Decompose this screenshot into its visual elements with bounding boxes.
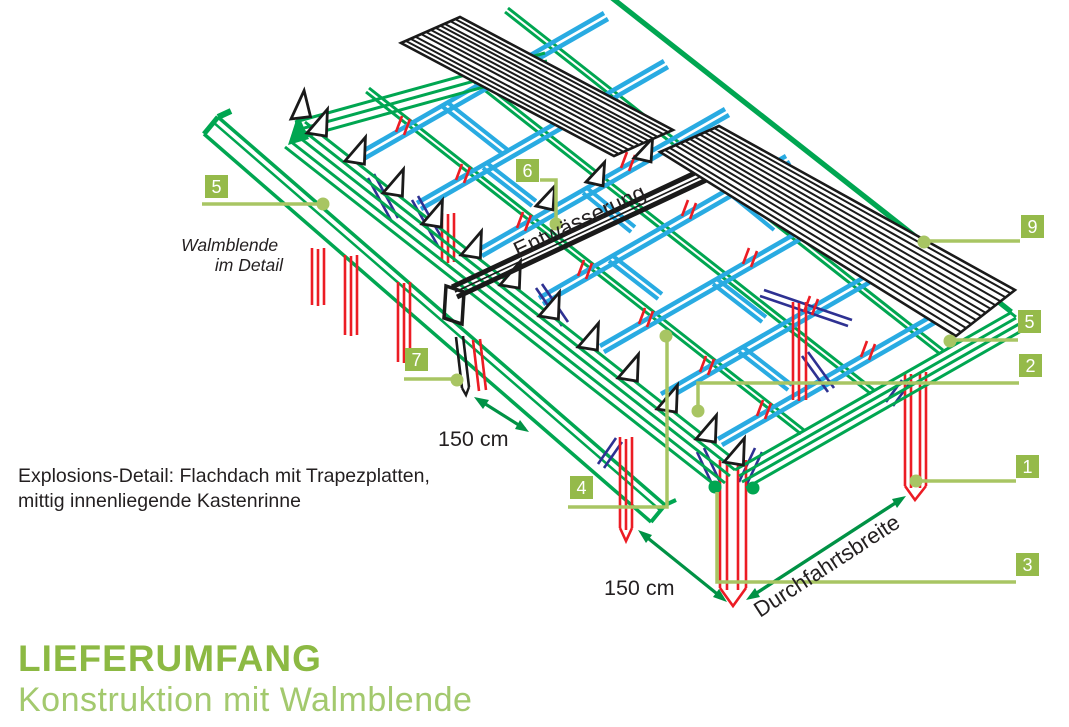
leader-6: [540, 178, 563, 231]
clip: [576, 259, 594, 280]
gutter-outlet: [442, 283, 466, 327]
callout-5-left: 5: [205, 175, 228, 198]
bracket: [615, 350, 640, 383]
box-gutter: [442, 162, 719, 327]
svg-text:5: 5: [1024, 312, 1034, 332]
hip-corner-cap: [288, 114, 309, 145]
leader-2: [691, 381, 1019, 418]
dim-rafter-spacing-label: 150 cm: [438, 427, 509, 451]
post-front-left: [618, 437, 634, 545]
trapez-sheet-band-2: [657, 124, 1018, 338]
front-fascia: [284, 120, 741, 491]
callout-3: 3: [1016, 553, 1039, 576]
dim-post-spacing-arrow: [638, 530, 727, 602]
svg-text:2: 2: [1025, 356, 1035, 376]
bracket: [721, 434, 746, 467]
bracket: [304, 105, 329, 138]
clip: [637, 307, 655, 328]
clip: [859, 340, 877, 361]
explosion-detail-label: Explosions-Detail: Flachdach mit Trapezp…: [18, 465, 435, 512]
leader-7: [404, 373, 464, 387]
clip: [515, 211, 533, 232]
leader-1: [909, 474, 1016, 488]
dimensions: [474, 397, 906, 602]
bracket: [342, 133, 367, 166]
bracket: [575, 319, 600, 352]
svg-text:4: 4: [576, 478, 586, 498]
svg-text:1: 1: [1022, 457, 1032, 477]
callout-1: 1: [1016, 455, 1039, 478]
leader-3: [715, 492, 1016, 584]
drive-width-label: Durchfahrtsbreite: [749, 509, 904, 622]
bracket: [288, 86, 313, 121]
gutter-bracket: [533, 182, 557, 212]
bracket: [458, 227, 483, 260]
clip: [698, 355, 716, 376]
svg-text:5: 5: [211, 177, 221, 197]
posts: [310, 213, 928, 609]
svg-text:7: 7: [411, 350, 421, 370]
clip: [741, 247, 759, 268]
svg-text:3: 3: [1022, 555, 1032, 575]
gutter-bracket: [583, 158, 607, 188]
gutter-bracket: [631, 134, 655, 164]
leader-9: [917, 235, 1020, 249]
trapez-sheet-band-1: [398, 15, 676, 158]
leader-5-left: [202, 197, 330, 211]
callout-2: 2: [1019, 354, 1042, 377]
post-back-b: [343, 255, 359, 336]
callout-6: 6: [516, 159, 539, 182]
joint-dots: [708, 480, 760, 495]
bracket: [693, 411, 718, 444]
callouts: 5 6 9 5 2 1 3 7 4: [205, 159, 1044, 576]
dim-post-spacing-label: 150 cm: [604, 576, 675, 600]
post-back-d: [310, 248, 326, 306]
walmblende-detail-label: Walmblende im Detail: [181, 235, 284, 275]
clip: [755, 399, 773, 420]
clip: [454, 163, 472, 184]
fascia-brackets: [288, 86, 746, 467]
page-subtitle: Konstruktion mit Walmblende: [18, 681, 473, 719]
callout-4: 4: [570, 476, 593, 499]
svg-text:6: 6: [522, 161, 532, 181]
dim-rafter-spacing-arrow: [474, 397, 529, 432]
bracket: [380, 165, 405, 198]
bracket: [536, 288, 561, 321]
callout-leaders: [202, 178, 1020, 584]
leader-5-right: [943, 334, 1018, 348]
clip: [394, 115, 412, 136]
drive-width-arrow: [746, 496, 906, 600]
callout-7: 7: [405, 348, 428, 371]
svg-text:9: 9: [1027, 217, 1037, 237]
bracket: [419, 196, 444, 229]
callout-9: 9: [1021, 215, 1044, 238]
leader-4: [568, 329, 673, 509]
title-block: LIEFERUMFANG Konstruktion mit Walmblende: [18, 640, 472, 717]
clip: [680, 199, 698, 220]
page-title: LIEFERUMFANG: [18, 638, 322, 679]
callout-5-right: 5: [1018, 310, 1041, 333]
